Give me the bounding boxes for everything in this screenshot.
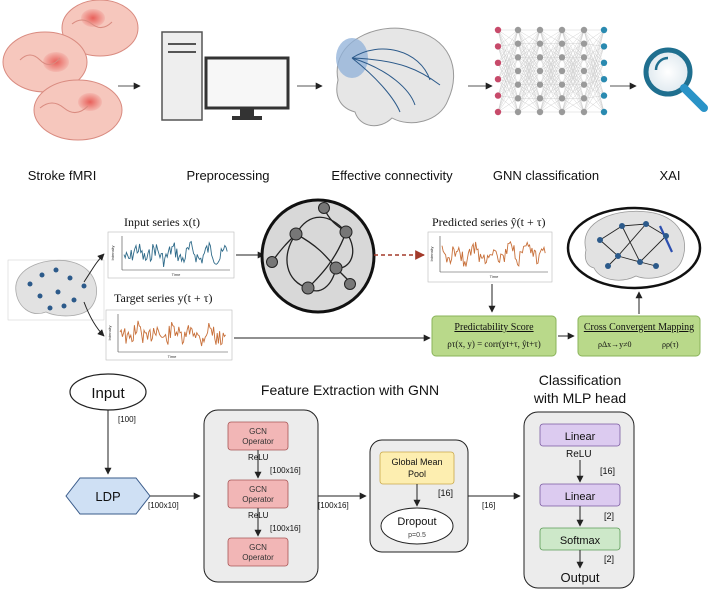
svg-text:Operator: Operator: [242, 495, 274, 504]
ccm-left-term: ρΔx→y≠0: [598, 340, 632, 349]
arrow-brain-to-input: [83, 253, 105, 283]
svg-text:Global Mean: Global Mean: [391, 457, 442, 467]
predicted-axis-intensity: Intensity: [429, 247, 434, 262]
output-label: Output: [560, 570, 599, 585]
relu-label-2: ReLU: [248, 511, 269, 520]
input-axis-time: Time: [172, 272, 182, 277]
ccm-box: Cross Convergent Mapping ρΔx→y≠0 ρρ(τ): [577, 315, 701, 357]
gnn-out-dim: [100x16]: [318, 501, 349, 510]
input-dim-label: [100]: [118, 415, 136, 424]
magnifier-icon: [643, 47, 708, 112]
mlp-dim-2a: [2]: [604, 511, 614, 521]
input-label: Input: [91, 385, 125, 402]
target-axis-intensity: Intensity: [107, 326, 112, 341]
svg-text:Linear: Linear: [565, 491, 596, 503]
gcn-operator-2: GCN Operator: [227, 479, 289, 509]
arrow-brain-to-target: [83, 301, 105, 337]
node-brain-icon: [7, 259, 105, 321]
target-series-label: Target series y(t + τ): [114, 291, 213, 305]
gcn-operator-3: GCN Operator: [227, 537, 289, 567]
global-mean-pool-box: Global Mean Pool: [379, 451, 455, 485]
connectivity-brain-icon: [336, 27, 455, 127]
predictability-title: Predictability Score: [454, 322, 534, 333]
input-node: Input: [69, 373, 147, 411]
predictability-score-box: Predictability Score ρτ(x, y) = corr(yt+…: [431, 315, 557, 357]
input-series-plot: Intensity Time: [107, 231, 235, 279]
ccm-title: Cross Convergent Mapping: [584, 322, 694, 333]
linear-layer-1: Linear: [539, 423, 621, 447]
svg-text:GCN: GCN: [249, 543, 267, 552]
target-axis-time: Time: [168, 354, 178, 359]
predictability-formula: ρτ(x, y) = corr(yt+τ, ŷt+τ): [447, 339, 541, 349]
svg-text:Operator: Operator: [242, 437, 274, 446]
mlp-dim-2b: [2]: [604, 554, 614, 564]
predicted-series-plot: Intensity Time: [427, 231, 553, 283]
stage-label-preprocessing: Preprocessing: [186, 168, 269, 183]
ccm-right-term: ρρ(τ): [662, 340, 679, 349]
ec-brain-network-icon: [566, 206, 702, 290]
svg-text:Softmax: Softmax: [560, 535, 601, 547]
gnn-section-title: Feature Extraction with GNN: [261, 382, 439, 398]
svg-text:Linear: Linear: [565, 431, 596, 443]
graph-reservoir-icon: [260, 198, 376, 314]
dropout-node: Dropout p=0.5: [380, 507, 454, 545]
neural-network-icon: [494, 26, 608, 116]
svg-text:Dropout: Dropout: [397, 516, 436, 528]
gcn-inner-dim-1: [100x16]: [270, 466, 301, 475]
input-axis-intensity: Intensity: [110, 246, 115, 261]
stage-label-ec: Effective connectivity: [331, 168, 453, 183]
stroke-fmri-brain-icon: [2, 0, 139, 141]
gcn-inner-dim-2: [100x16]: [270, 524, 301, 533]
stage-label-xai: XAI: [660, 168, 681, 183]
svg-text:Operator: Operator: [242, 553, 274, 562]
ldp-label: LDP: [95, 489, 120, 504]
mlp-title-line-1: Classification: [539, 372, 621, 388]
linear-layer-2: Linear: [539, 483, 621, 507]
ldp-out-dim: [100x10]: [148, 501, 179, 510]
svg-text:p=0.5: p=0.5: [408, 532, 426, 539]
input-series-label: Input series x(t): [124, 215, 200, 229]
pool-out-dim: [16]: [482, 501, 495, 510]
svg-text:Pool: Pool: [408, 469, 426, 479]
predicted-series-label: Predicted series ŷ(t + τ): [432, 215, 546, 229]
stage-label-gnn: GNN classification: [493, 168, 599, 183]
pool-dim-label: [16]: [438, 488, 453, 498]
target-series-plot: Intensity Time: [105, 309, 233, 361]
softmax-layer: Softmax: [539, 527, 621, 551]
mlp-title-line-2: with MLP head: [533, 390, 626, 406]
computer-icon: [161, 31, 290, 121]
gcn-operator-1: GCN Operator: [227, 421, 289, 451]
mlp-relu-label: ReLU: [566, 449, 592, 460]
relu-label-1: ReLU: [248, 453, 269, 462]
predicted-axis-time: Time: [490, 274, 500, 279]
svg-text:GCN: GCN: [249, 485, 267, 494]
stage-label-fmri: Stroke fMRI: [28, 168, 97, 183]
ldp-node: LDP: [65, 477, 151, 515]
svg-text:GCN: GCN: [249, 427, 267, 436]
mlp-dim-16: [16]: [600, 466, 615, 476]
